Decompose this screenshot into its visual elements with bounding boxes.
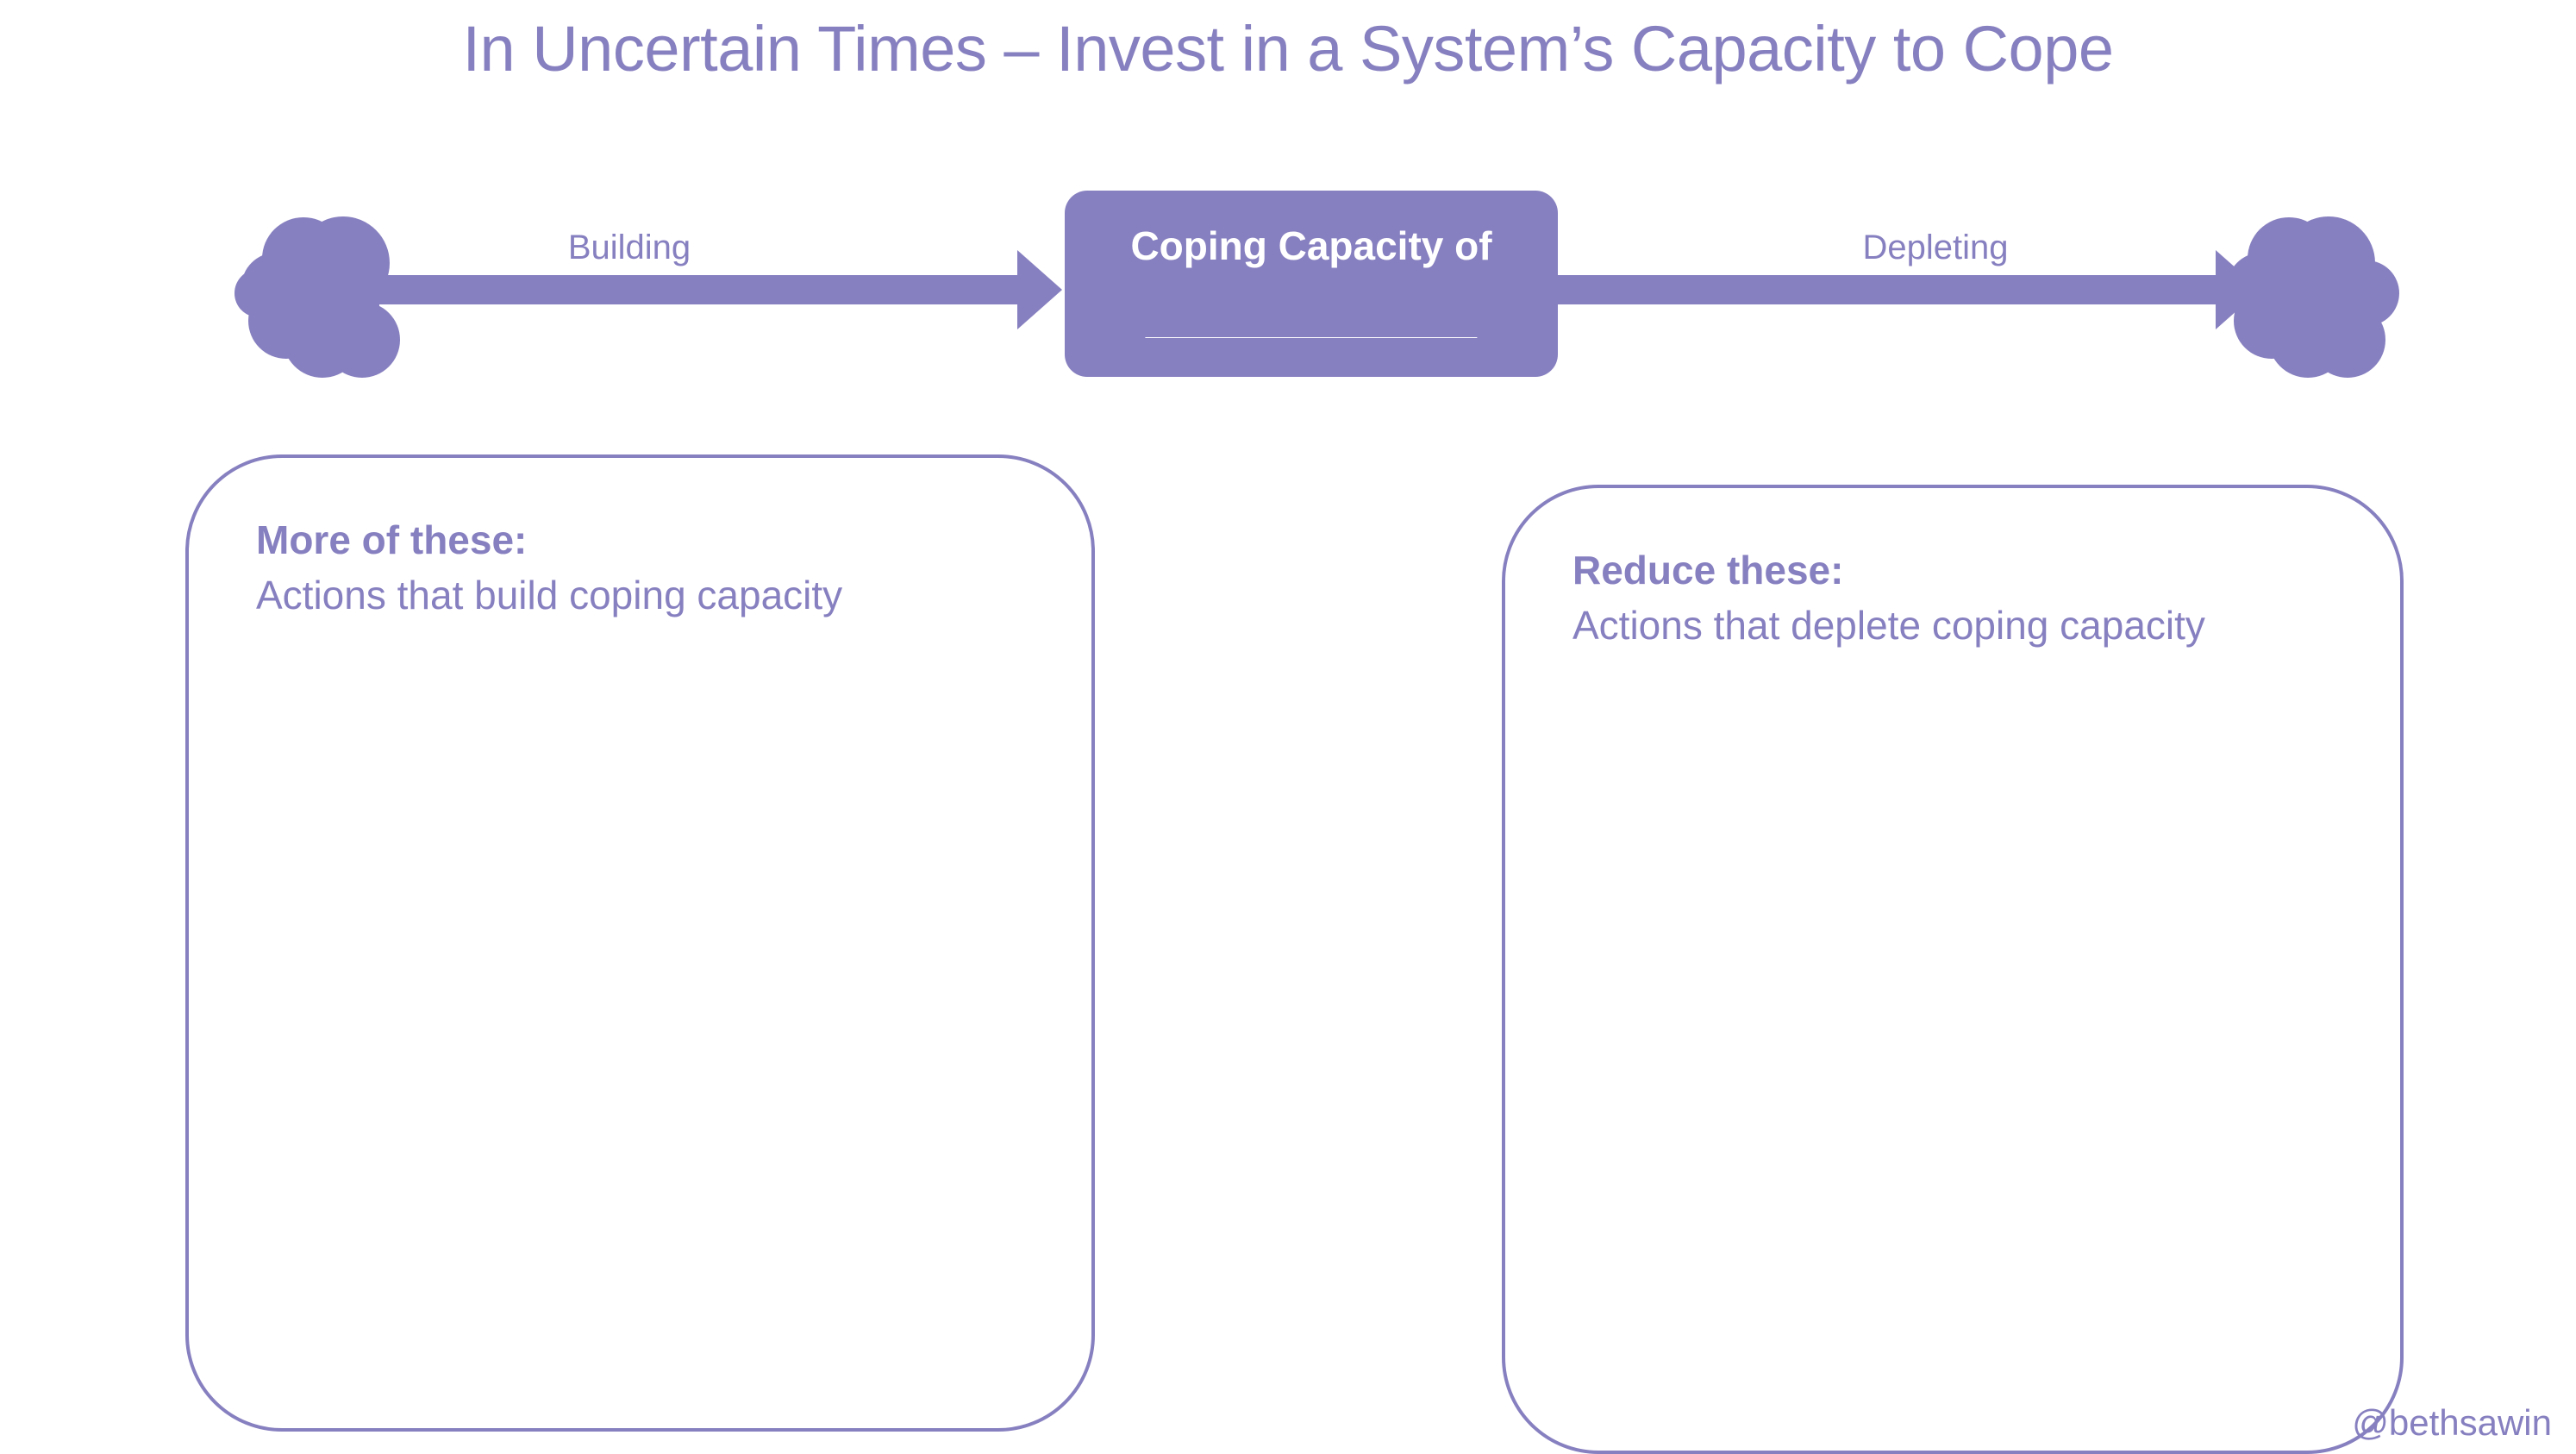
flow-diagram: Building Depleting Coping Capacity of __… [0,0,2576,405]
stock-box[interactable]: Coping Capacity of _______________ [1065,191,1558,377]
stock-blank-line[interactable]: _______________ [1146,298,1477,338]
page-title: In Uncertain Times – Invest in a System’… [462,13,2114,85]
panel-deplete[interactable]: Reduce these: Actions that deplete copin… [1502,485,2404,1454]
arrow-right-icon-building [353,250,1062,329]
cloud-icon-sink [2227,216,2399,378]
attribution-handle: @bethsawin [2352,1402,2552,1443]
panel-deplete-subheading: Actions that deplete coping capacity [1572,603,2205,649]
panel-build[interactable]: More of these: Actions that build coping… [185,454,1095,1432]
panel-build-text: More of these: Actions that build coping… [256,517,1057,619]
inflow-label: Building [567,229,691,266]
panel-deplete-text: Reduce these: Actions that deplete copin… [1572,547,2366,649]
outflow-label: Depleting [1862,229,2009,266]
panel-build-subheading: Actions that build coping capacity [256,573,843,618]
stock-title: Coping Capacity of [1130,223,1492,268]
flow-graphics [234,216,2399,378]
panel-deplete-heading: Reduce these: [1572,548,1844,592]
panel-build-heading: More of these: [256,517,528,562]
